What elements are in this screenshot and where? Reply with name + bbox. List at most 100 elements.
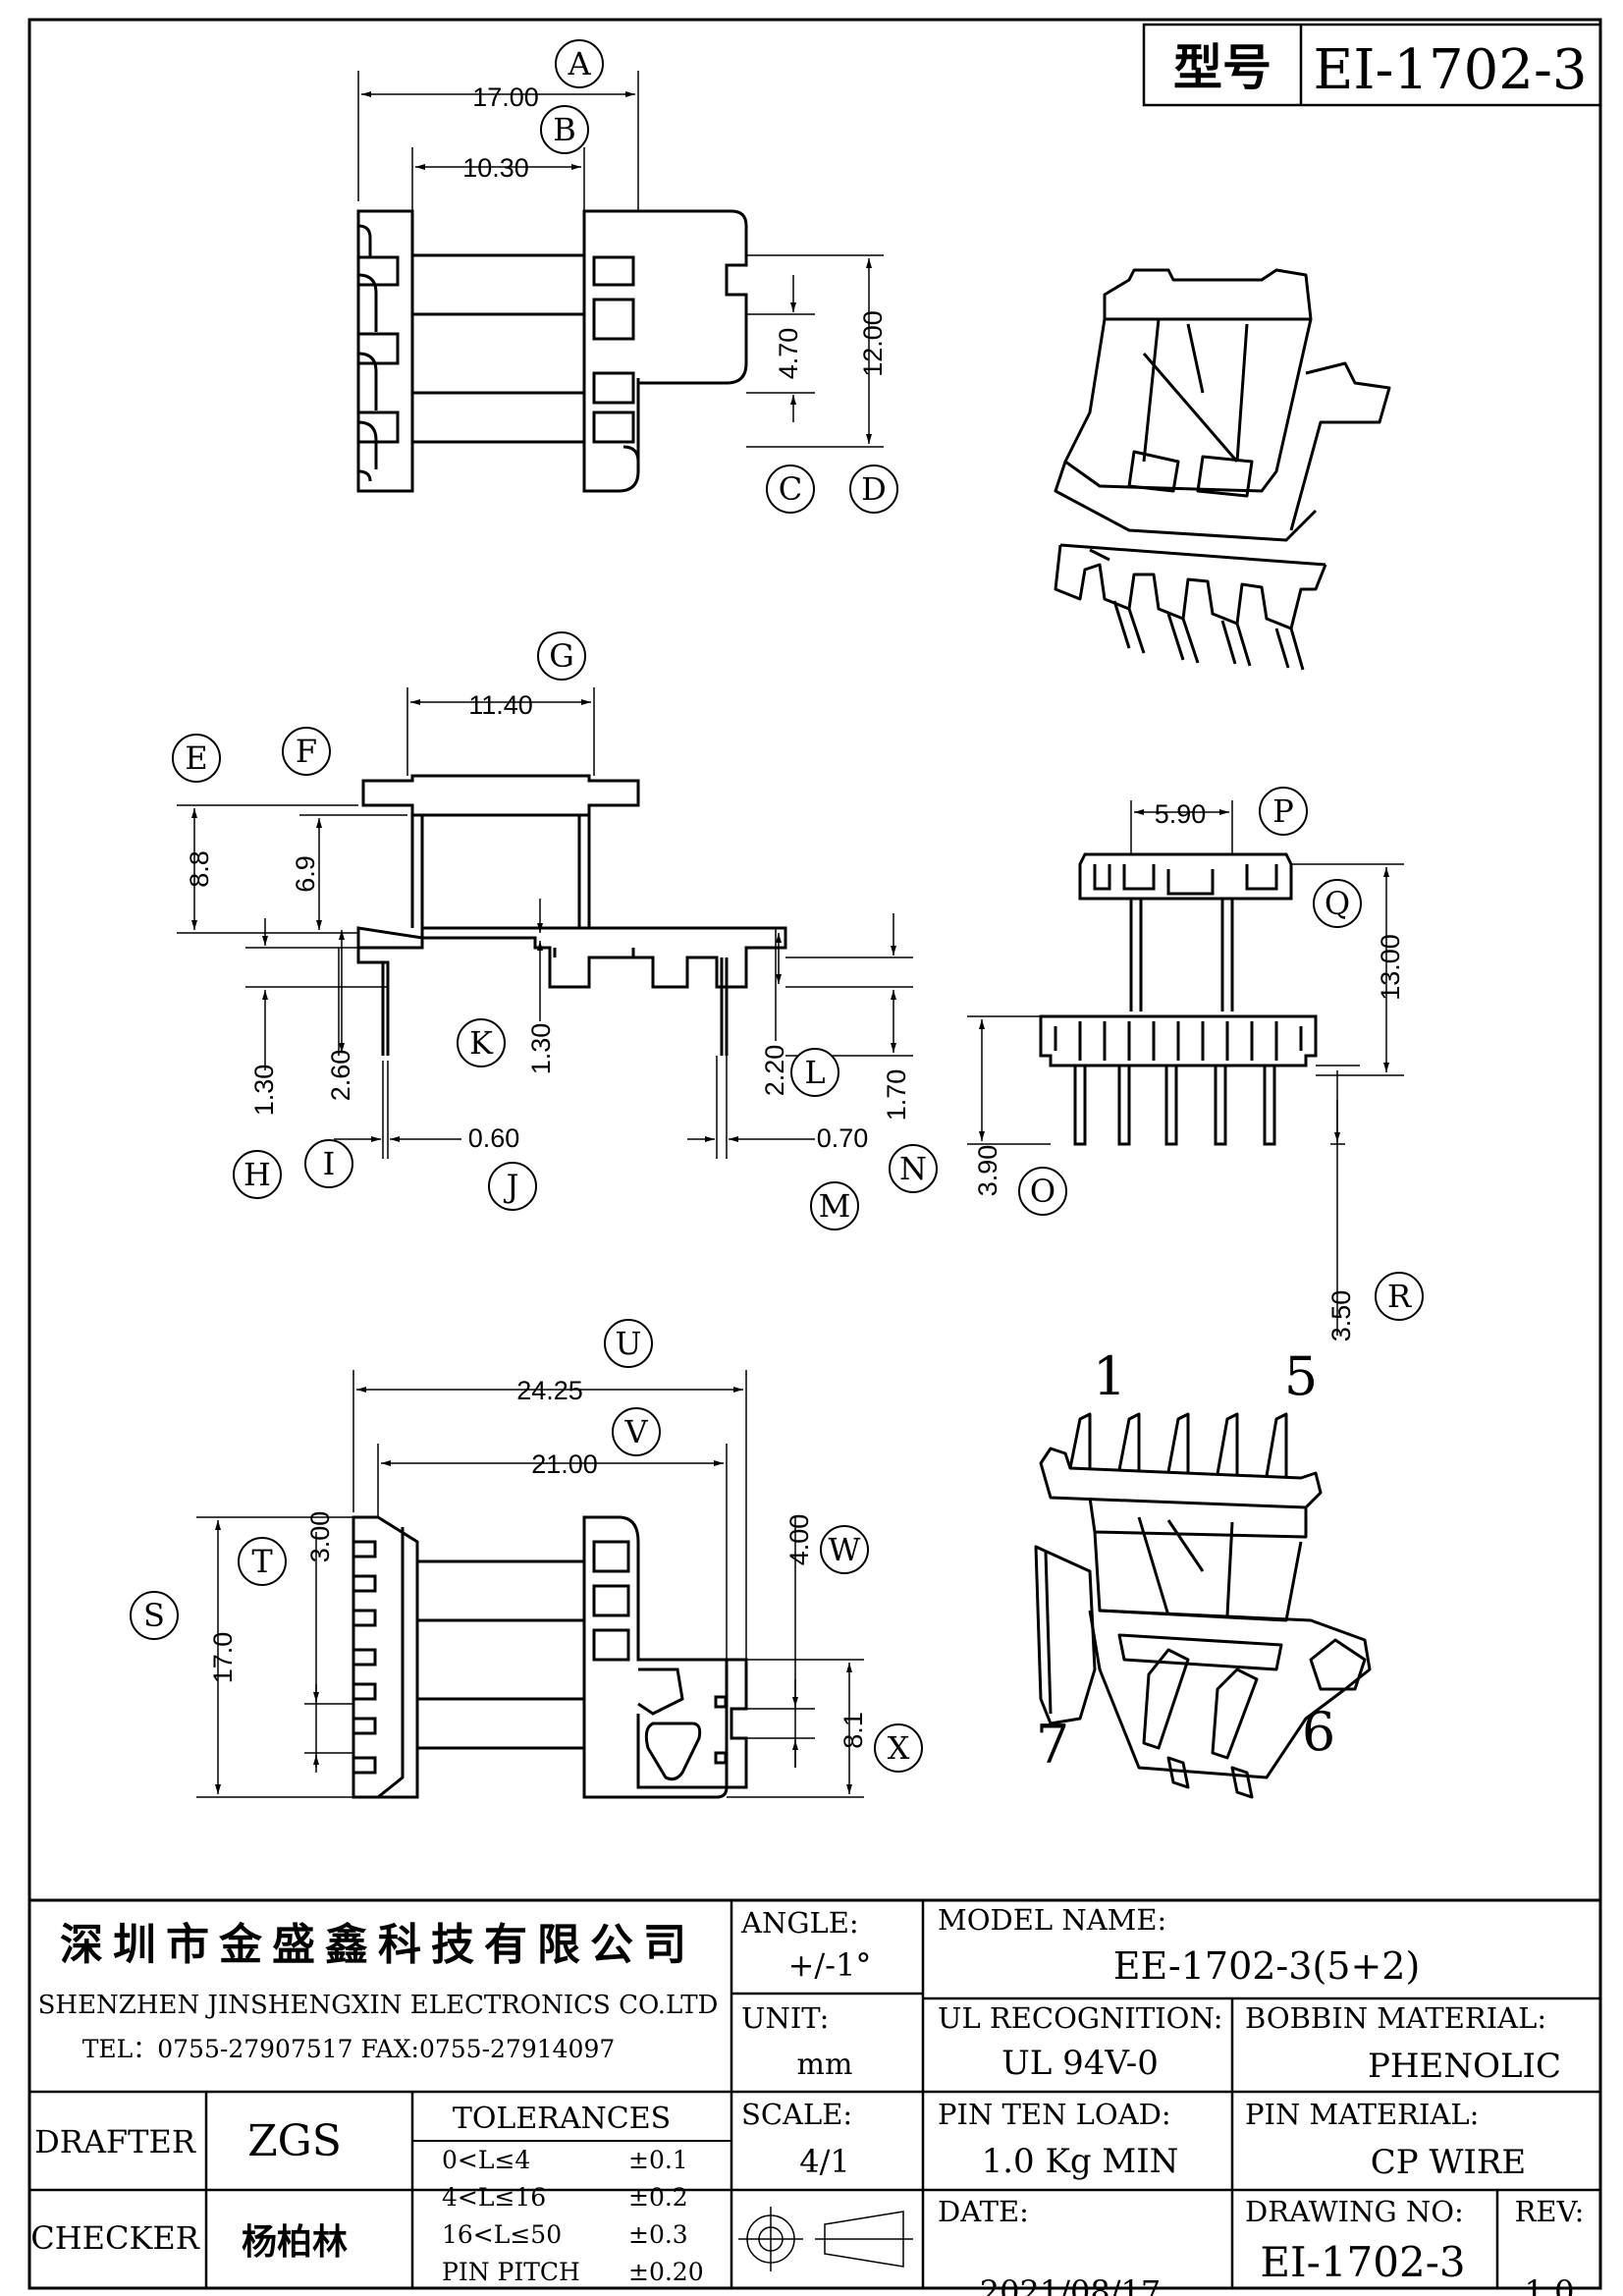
callout-letter: P [1272,793,1294,830]
callout-letter: N [899,1150,927,1187]
dim-M: 0.70 [817,1123,869,1153]
callout-letter: F [296,733,317,770]
date-label: DATE: [938,2195,1029,2228]
scale-value: 4/1 [799,2143,850,2180]
dim-B: 10.30 [462,153,529,183]
callout-a: A [555,39,604,88]
dim-L: 2.20 [760,1045,789,1097]
callout-circle [304,1139,353,1188]
dim-R: 3.50 [1326,1290,1356,1342]
dim-G: 11.40 [468,690,533,720]
callout-circle [874,1723,923,1773]
callout-circle [1313,879,1362,928]
callout-letter: C [779,470,802,508]
pin-load-label: PIN TEN LOAD: [938,2098,1171,2131]
title-block-grid [29,1898,1600,2288]
dim-A: 17.00 [472,82,539,112]
callout-letter: M [819,1187,851,1225]
pin-number-7: 7 [1036,1714,1069,1776]
bobbin-value: PHENOLIC [1368,2047,1561,2086]
callout-x: X [874,1723,923,1773]
callout-letter: G [549,637,574,675]
dim-W: 4.00 [784,1514,814,1566]
callout-e: E [172,734,221,783]
front-view [1039,852,1318,1146]
callout-i: I [304,1139,353,1188]
callout-o: O [1018,1167,1067,1216]
callout-w: W [820,1525,869,1574]
callout-letter: O [1030,1173,1055,1210]
callout-circle [540,105,589,154]
tolerance-value: ±0.20 [628,2258,704,2286]
callout-f: F [282,727,331,776]
callout-letter: D [861,470,887,508]
callout-letter: X [888,1729,910,1767]
pin-material-value: CP WIRE [1371,2143,1527,2182]
callout-letter: U [616,1325,642,1362]
callout-circle [766,465,815,514]
tolerance-rows: 0<L≤4 ±0.1 4<L≤16 ±0.2 16<L≤50 ±0.3 PIN … [442,2146,704,2286]
dim-E: 8.8 [185,850,214,888]
dim-C: 4.70 [774,328,803,380]
ul-value: UL 94V-0 [1001,2044,1159,2083]
pin-number-5: 5 [1284,1345,1318,1407]
dim-D: 12.00 [858,310,888,377]
ul-label: UL RECOGNITION: [938,2001,1223,2035]
rev-value: 1.0 [1525,2273,1575,2296]
angle-label: ANGLE: [740,1906,859,1940]
model-label: 型号 [1173,39,1271,96]
tolerance-value: ±0.3 [628,2220,688,2249]
tolerance-range: 4<L≤16 [442,2183,546,2212]
iso-view-bottom [1034,1412,1372,1799]
bobbin-label: BOBBIN MATERIAL: [1245,2001,1546,2035]
side-view-dimensions [177,687,913,1159]
callout-circle [537,631,586,681]
callout-circle [612,1407,661,1456]
dim-U: 24.25 [516,1376,583,1405]
callout-h: H [233,1150,282,1199]
tolerance-range: PIN PITCH [442,2258,580,2286]
callout-letter: H [243,1156,271,1193]
pin-load-value: 1.0 Kg MIN [982,2142,1179,2181]
dim-Q: 13.00 [1376,934,1405,1001]
callout-circle [457,1018,506,1067]
scale-label: SCALE: [741,2098,852,2131]
callout-letter: T [251,1543,273,1580]
callout-letter: W [829,1531,861,1568]
projection-symbol [738,2207,913,2271]
callout-letter: V [623,1413,648,1450]
callout-circle [238,1537,287,1586]
company-name-cn: 深圳市金盛鑫科技有限公司 [60,1920,696,1970]
callout-circle [889,1144,938,1193]
dim-S: 17.0 [208,1632,238,1684]
callout-circle [1018,1167,1067,1216]
callout-letter: J [504,1168,519,1205]
callout-circle [488,1162,537,1211]
sheet-border [27,18,1602,2290]
callout-b: B [540,105,589,154]
callout-v: V [612,1407,661,1456]
callout-letter: E [185,739,207,777]
callout-g: G [537,631,586,681]
callout-r: R [1375,1272,1424,1321]
callout-circle [810,1181,859,1230]
rev-label: REV: [1515,2195,1585,2228]
company-contact: TEL：0755-27907517 FAX:0755-27914097 [82,2035,616,2063]
dim-I: 2.60 [326,1050,355,1102]
callout-letter: L [804,1054,825,1091]
callout-m: M [810,1181,859,1230]
bottom-view [352,1515,748,1799]
dim-H: 1.30 [249,1065,279,1117]
model-value: EI-1702-3 [1314,38,1588,102]
iso-view-top [1054,268,1391,671]
dim-J: 0.60 [468,1123,520,1153]
company-name-en: SHENZHEN JINSHENGXIN ELECTRONICS CO.LTD [38,1991,719,2020]
callout-q: Q [1313,879,1362,928]
tolerance-range: 16<L≤50 [442,2220,562,2249]
callout-c: C [766,465,815,514]
model-name-label: MODEL NAME: [938,1903,1166,1937]
dim-T: 3.00 [305,1511,335,1563]
callout-circle [282,727,331,776]
